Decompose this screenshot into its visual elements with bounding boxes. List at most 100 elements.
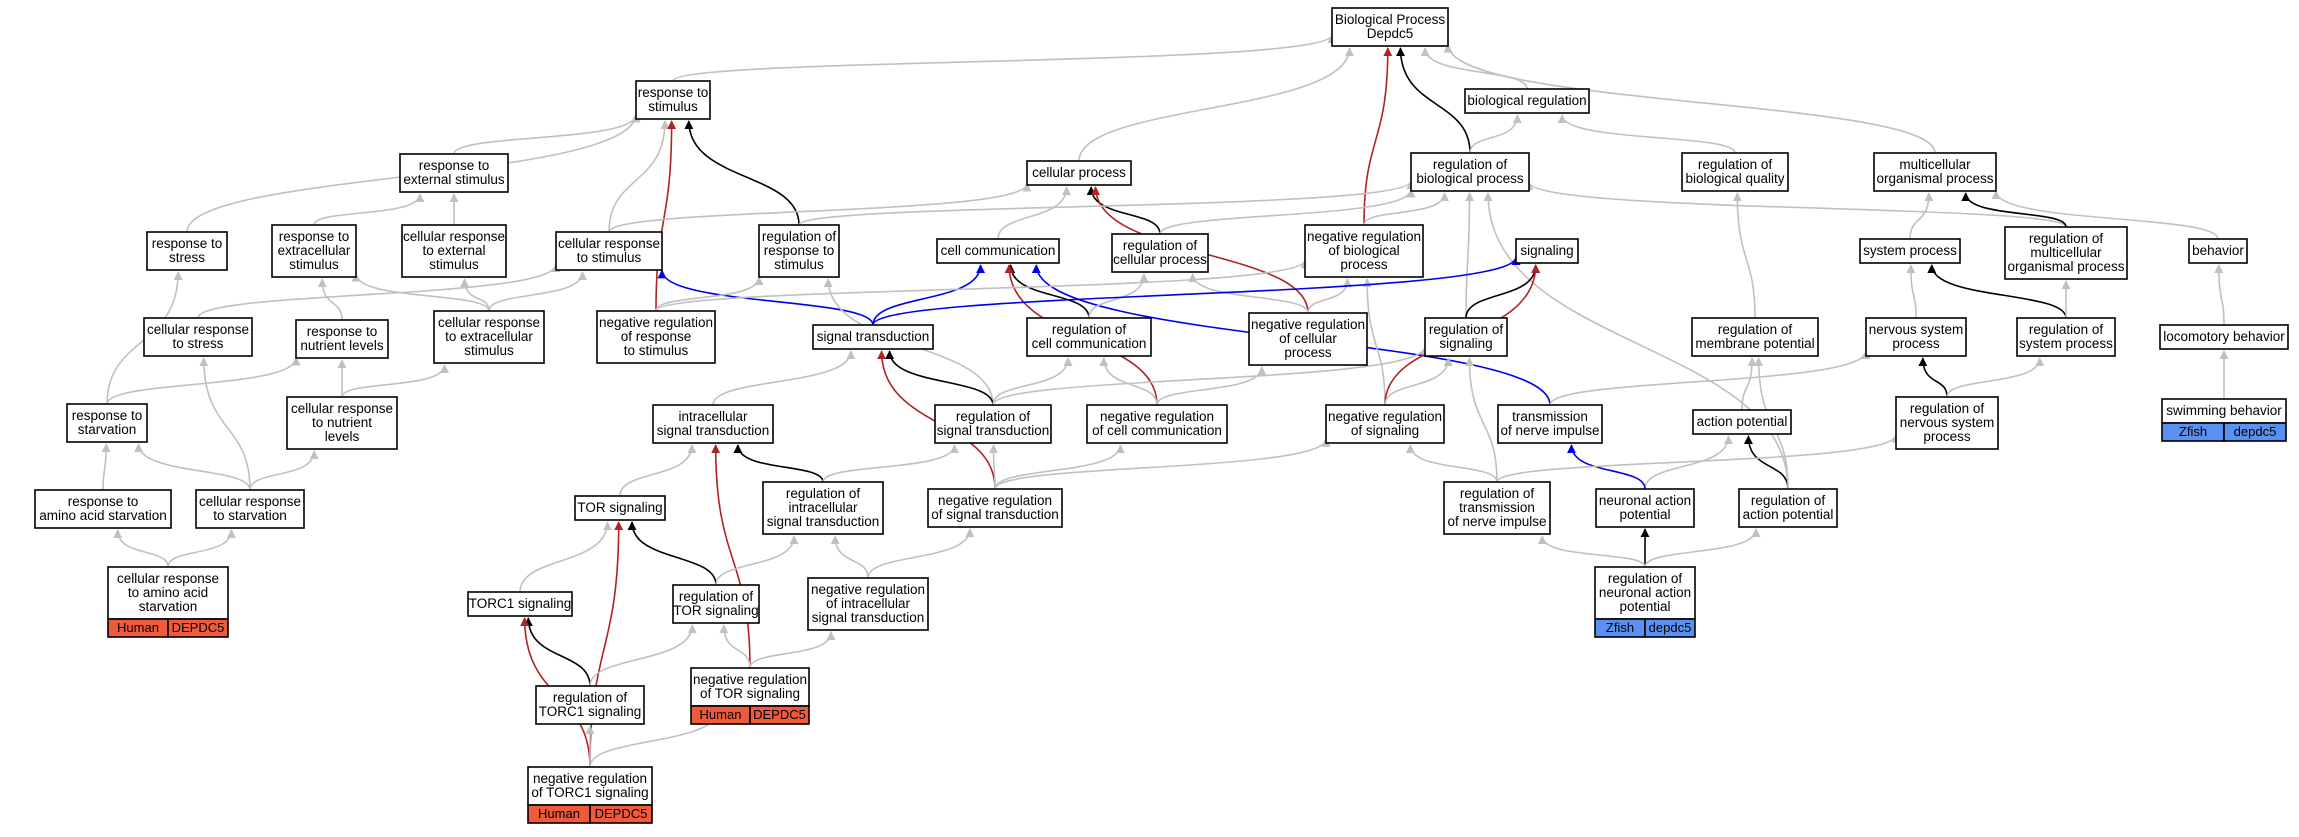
edge-line	[351, 272, 490, 312]
edge-is-a	[249, 450, 319, 491]
term-box	[401, 224, 507, 278]
term-label-line: regulation of	[1910, 401, 1985, 416]
term-label-line: regulation of	[1608, 571, 1683, 586]
edge-line	[867, 528, 975, 579]
go-term-behavior[interactable]: behavior	[2188, 238, 2248, 264]
go-term-torc1-sig[interactable]: TORC1 signaling	[467, 591, 573, 617]
edge-layer	[101, 34, 2229, 768]
edge-line	[719, 624, 751, 669]
edge-line	[1906, 264, 1917, 319]
edge-is-a	[1909, 192, 1934, 240]
edge-line	[733, 444, 824, 483]
term-label-line: of biological	[1328, 243, 1399, 258]
edge-line	[519, 521, 612, 593]
edge-is-a	[1384, 357, 1453, 406]
term-label-line: multicellular	[1899, 157, 1971, 172]
term-label-line: of nerve impulse	[1500, 423, 1599, 438]
term-label-line: biological process	[1416, 171, 1524, 186]
go-term-locomotory[interactable]: locomotory behavior	[2159, 324, 2289, 350]
edge-is-a	[1537, 535, 1646, 568]
edge-line	[197, 263, 561, 319]
go-term-signal-trans[interactable]: signal transduction	[812, 324, 934, 350]
edge-positively-regulates	[657, 269, 874, 326]
go-term-bio-reg[interactable]: biological regulation	[1464, 88, 1590, 114]
go-term-action-pot[interactable]: action potential	[1692, 409, 1792, 435]
edge-line	[1557, 114, 1736, 154]
term-label-line: negative regulation	[599, 315, 713, 330]
term-label-line: of TORC1 signaling	[531, 785, 648, 800]
go-term-system-proc[interactable]: system process	[1859, 238, 1961, 264]
go-term-signaling[interactable]: signaling	[1515, 238, 1579, 264]
edge-line	[1405, 444, 1498, 483]
edge-line	[589, 521, 624, 768]
go-term-cell-proc[interactable]: cellular process	[1026, 160, 1132, 186]
edge-line	[684, 120, 800, 226]
edge-is-a	[341, 364, 450, 398]
edge-line	[1732, 192, 1756, 319]
term-box	[807, 577, 929, 631]
edge-line	[313, 193, 425, 226]
term-label-line: signaling	[1439, 336, 1492, 351]
term-label-line: potential	[1619, 599, 1670, 614]
edge-is-a	[106, 271, 183, 405]
term-label-line: regulation of	[1052, 322, 1127, 337]
edge-is-a	[1469, 114, 1522, 154]
term-label-line: potential	[1619, 507, 1670, 522]
term-box	[143, 317, 253, 357]
term-label-line: regulation of	[1433, 157, 1508, 172]
edge-positively-regulates	[872, 256, 1521, 326]
edge-is-a	[672, 34, 1337, 82]
term-label-line: to nutrient	[312, 415, 372, 430]
go-term-tor-sig[interactable]: TOR signaling	[574, 495, 666, 521]
go-term-cell-comm[interactable]: cell communication	[936, 238, 1060, 264]
